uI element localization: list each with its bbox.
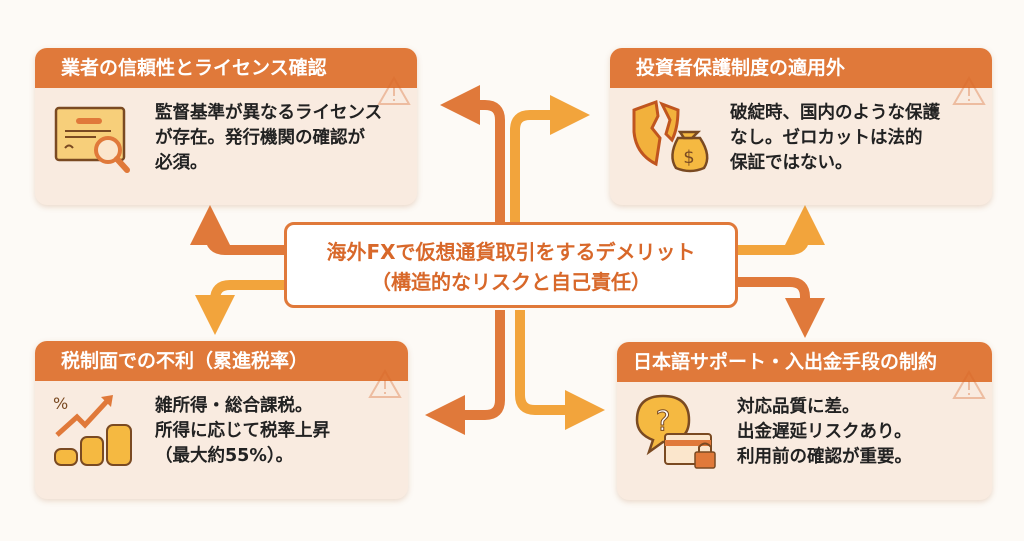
card-title: 業者の信頼性とライセンス確認 — [35, 48, 417, 88]
card-investor-protection: 投資者保護制度の適用外 $ 破綻時、国内のような保護 なし。ゼロカットは法的 保… — [610, 48, 992, 205]
svg-text:%: % — [53, 394, 68, 413]
arrow-left-down — [195, 280, 284, 335]
arrow-up-right — [510, 95, 590, 222]
card-title: 税制面での不利（累進税率） — [35, 341, 408, 381]
arrow-right-up — [738, 205, 825, 255]
arrow-right-down — [738, 277, 825, 338]
warning-icon — [377, 76, 411, 105]
certificate-magnifier-icon — [54, 106, 130, 173]
arrow-up-left — [440, 85, 505, 222]
warning-icon — [952, 370, 986, 399]
card-tax-disadvantage: 税制面での不利（累進税率） % 雑所得・総合課税。 所得に応じて税率上昇 （最大… — [35, 341, 408, 499]
central-subtitle: （構造的なリスクと自己責任） — [371, 270, 651, 294]
warning-icon — [952, 76, 986, 105]
svg-text:$: $ — [683, 147, 694, 168]
rising-chart-coins-icon: % — [53, 394, 132, 466]
central-title: 海外FXで仮想通貨取引をするデメリット — [326, 240, 696, 264]
card-title: 日本語サポート・入出金手段の制約 — [617, 342, 992, 382]
card-body: 監督基準が異なるライセンス が存在。発行機関の確認が 必須。 — [155, 102, 383, 173]
card-support-payment: 日本語サポート・入出金手段の制約 ? 対応品質に差。 出金遅延リスクあり。 利用… — [617, 342, 992, 500]
card-license-check: 業者の信頼性とライセンス確認 監督基準が異なるライセンス が存在。発行機関の確認… — [35, 48, 417, 205]
svg-text:?: ? — [656, 404, 671, 437]
card-body: 破綻時、国内のような保護 なし。ゼロカットは法的 保証ではない。 — [730, 102, 940, 173]
warning-icon — [368, 369, 402, 398]
broken-shield-money-bag-icon: $ — [632, 99, 709, 173]
arrow-left-up — [190, 205, 284, 255]
card-title: 投資者保護制度の適用外 — [610, 48, 992, 88]
question-card-lock-icon: ? — [635, 394, 716, 469]
card-body: 雑所得・総合課税。 所得に応じて税率上昇 （最大約55%）。 — [155, 395, 330, 466]
card-body: 対応品質に差。 出金遅延リスクあり。 利用前の確認が重要。 — [737, 396, 912, 467]
central-topic: 海外FXで仮想通貨取引をするデメリット （構造的なリスクと自己責任） — [284, 222, 738, 308]
arrow-down-left — [425, 310, 505, 435]
arrow-down-right — [515, 310, 605, 430]
